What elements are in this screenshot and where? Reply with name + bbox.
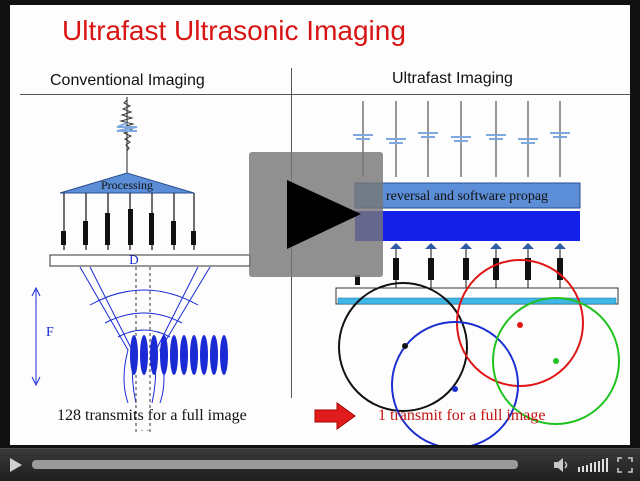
right-caption: 1 transmit for a full image	[378, 407, 546, 424]
left-heading: Conventional Imaging	[50, 72, 205, 89]
fullscreen-icon[interactable]	[617, 457, 633, 473]
red-arrow	[314, 402, 356, 430]
ultrafast-delay-blocks	[355, 258, 563, 285]
upward-arrows	[390, 243, 566, 249]
delay-blocks	[61, 209, 196, 245]
volume-level-icon[interactable]	[577, 457, 611, 473]
slide-title: Ultrafast Ultrasonic Imaging	[62, 15, 406, 46]
left-caption: 128 transmits for a full image	[57, 407, 247, 424]
seek-bar[interactable]	[32, 460, 518, 469]
depth-arrow	[31, 286, 41, 387]
processing-box	[59, 172, 195, 194]
imaging-diagram: Processing D	[31, 97, 620, 445]
control-bar	[0, 448, 640, 481]
conventional-probe	[49, 254, 251, 267]
f-label: F	[46, 325, 54, 340]
focus-beam	[79, 266, 211, 404]
conventional-signal-icon	[116, 97, 138, 175]
slide-frame[interactable]: Ultrafast Ultrasonic Imaging Conventiona…	[10, 5, 630, 445]
faint-dots: · · ·	[135, 426, 150, 437]
blue-band	[355, 211, 580, 241]
wavefront-circles	[338, 259, 620, 445]
heading-divider	[20, 94, 630, 95]
volume-icon[interactable]	[553, 457, 571, 473]
play-icon[interactable]	[8, 457, 24, 473]
play-icon	[287, 180, 361, 249]
focus-blobs	[130, 335, 228, 375]
processing-label: Processing	[101, 178, 153, 192]
software-box	[354, 182, 581, 209]
software-label: reversal and software propag	[386, 189, 548, 204]
ultrafast-receive-lines	[395, 249, 561, 288]
play-overlay-button[interactable]	[249, 152, 383, 277]
scatterer-points	[402, 322, 559, 392]
right-heading: Ultrafast Imaging	[392, 70, 513, 87]
d-label: D	[129, 252, 138, 267]
probe-elements	[337, 297, 617, 305]
ultrafast-signal-icons	[353, 101, 570, 177]
